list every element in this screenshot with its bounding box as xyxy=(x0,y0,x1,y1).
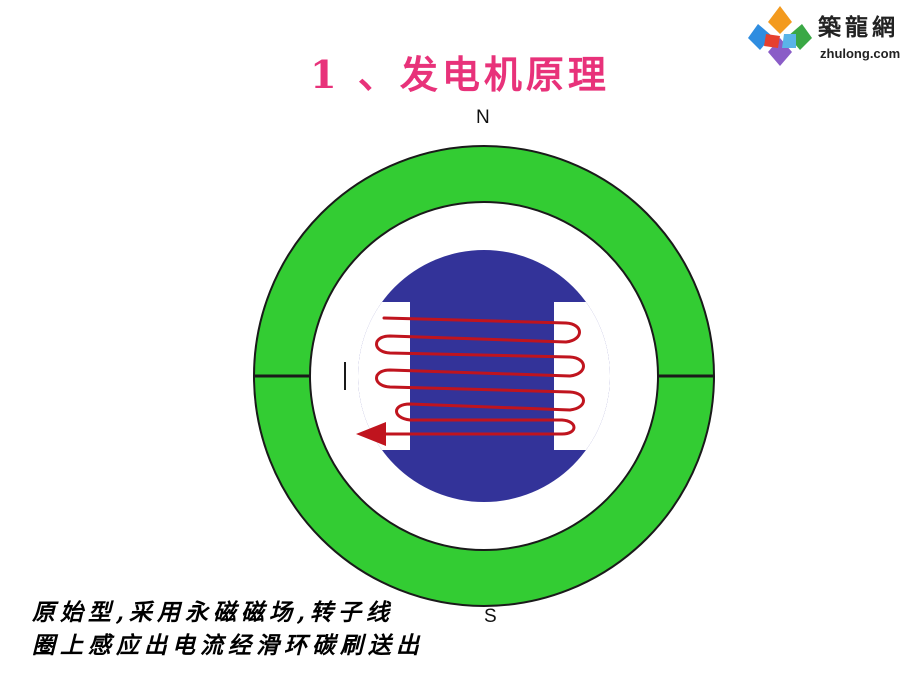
caption-line-2: 圈上感应出电流经滑环碳刷送出 xyxy=(32,632,424,659)
rotor-coil xyxy=(356,316,585,446)
description-caption: 原始型,采用永磁磁场,转子线 圈上感应出电流经滑环碳刷送出 xyxy=(32,596,472,662)
rotor xyxy=(358,250,610,502)
slide-title: 1 、发电机原理 xyxy=(310,52,610,97)
north-pole-label: N xyxy=(476,107,490,128)
south-pole-label: S xyxy=(484,606,497,627)
logo-domain: zhulong.com xyxy=(820,46,901,61)
zhulong-logo-mark-icon xyxy=(748,6,812,66)
zhulong-logo[interactable]: 築龍網 zhulong.com xyxy=(748,4,918,70)
logo-chinese-name: 築龍網 xyxy=(818,14,899,41)
caption-line-1: 原始型,采用永磁磁场,转子线 xyxy=(32,599,395,626)
